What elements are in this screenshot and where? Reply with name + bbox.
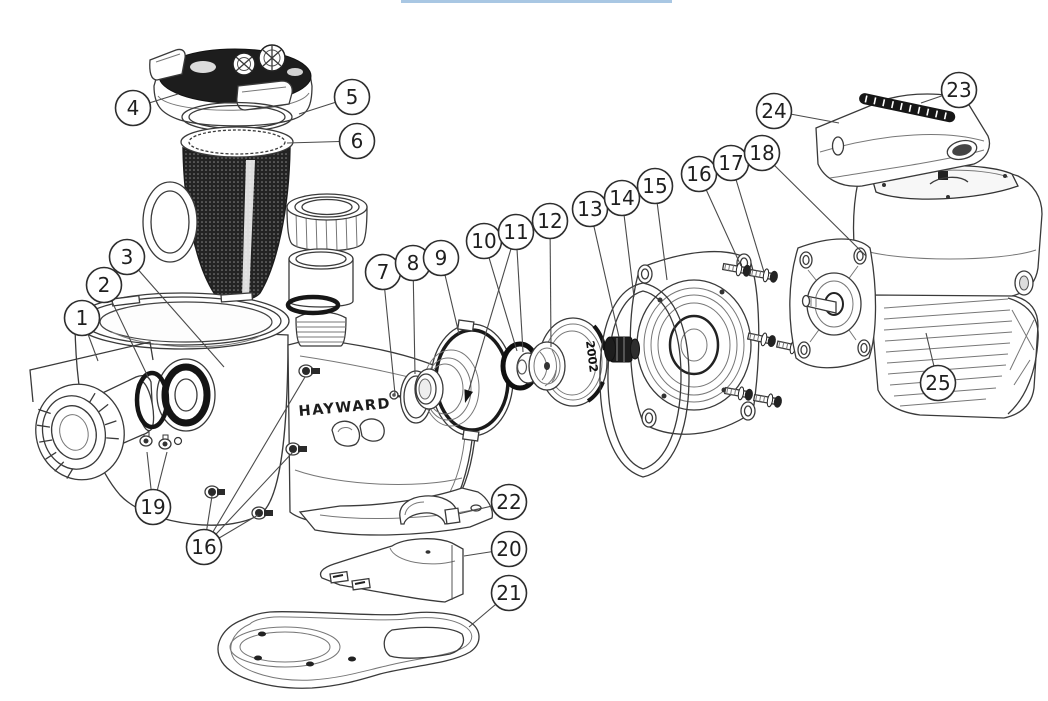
cover-vents xyxy=(859,93,956,123)
lid-knob-icon xyxy=(232,44,286,76)
impeller: 2002 xyxy=(528,317,608,407)
svg-text:25: 25 xyxy=(925,371,950,395)
svg-text:23: 23 xyxy=(946,78,971,102)
callout-14: 14 xyxy=(603,179,641,217)
svg-text:18: 18 xyxy=(749,141,774,165)
svg-text:12: 12 xyxy=(537,209,562,233)
pipe-plug xyxy=(604,336,640,363)
callout-13: 13 xyxy=(571,190,609,228)
svg-text:9: 9 xyxy=(435,246,448,270)
callout-1: 1 xyxy=(63,299,101,337)
svg-text:11: 11 xyxy=(503,220,528,244)
callout-18: 18 xyxy=(743,134,781,172)
callout-6: 6 xyxy=(338,122,376,160)
callout-7: 7 xyxy=(364,253,402,291)
motor-riser xyxy=(319,538,464,603)
callout-2: 2 xyxy=(85,266,123,304)
svg-text:16: 16 xyxy=(686,162,711,186)
housing-bolts xyxy=(204,364,320,520)
svg-text:8: 8 xyxy=(407,251,420,275)
pipe-adapter xyxy=(288,248,354,308)
union-bracket xyxy=(29,341,154,403)
callout-12: 12 xyxy=(531,202,569,240)
cord-clip xyxy=(399,495,461,525)
svg-text:16: 16 xyxy=(191,535,216,559)
impeller-marking: 2002 xyxy=(583,340,601,373)
svg-text:22: 22 xyxy=(496,490,521,514)
callout-23: 23 xyxy=(940,71,978,109)
svg-text:4: 4 xyxy=(127,96,140,120)
svg-text:24: 24 xyxy=(761,99,786,123)
callout-16: 16 xyxy=(680,155,718,193)
svg-text:3: 3 xyxy=(121,245,134,269)
union-oring xyxy=(134,370,170,430)
callout-5: 5 xyxy=(333,78,371,116)
motor xyxy=(789,165,1043,419)
callout-10: 10 xyxy=(465,222,503,260)
union-nut xyxy=(286,193,368,253)
strainer-basket xyxy=(142,126,294,302)
svg-text:15: 15 xyxy=(642,174,667,198)
callout-17: 17 xyxy=(712,144,750,182)
callout-3: 3 xyxy=(108,238,146,276)
callout-8: 8 xyxy=(394,244,432,282)
callout-4: 4 xyxy=(114,89,152,127)
svg-text:14: 14 xyxy=(609,186,634,210)
svg-text:17: 17 xyxy=(718,151,743,175)
svg-text:2: 2 xyxy=(98,273,111,297)
seal-plate xyxy=(629,251,760,435)
motor-cover xyxy=(815,93,991,187)
callout-22: 22 xyxy=(490,483,528,521)
svg-text:21: 21 xyxy=(496,581,521,605)
svg-text:6: 6 xyxy=(351,129,364,153)
callout-9: 9 xyxy=(422,239,460,277)
svg-text:19: 19 xyxy=(140,495,165,519)
callout-25: 25 xyxy=(919,364,957,402)
callout-11: 11 xyxy=(497,213,535,251)
svg-text:13: 13 xyxy=(577,197,602,221)
svg-text:1: 1 xyxy=(76,306,89,330)
callout-21: 21 xyxy=(490,574,528,612)
housing-oring xyxy=(285,294,341,316)
callout-24: 24 xyxy=(755,92,793,130)
callout-19: 19 xyxy=(134,488,172,526)
svg-text:7: 7 xyxy=(377,260,390,284)
drain-plugs xyxy=(139,431,183,450)
base-plate xyxy=(217,611,480,689)
motor-drive-end xyxy=(789,238,877,369)
callout-15: 15 xyxy=(636,167,674,205)
callout-20: 20 xyxy=(490,530,528,568)
top-rule xyxy=(401,0,672,3)
callout-16: 16 xyxy=(185,528,223,566)
svg-text:10: 10 xyxy=(471,229,496,253)
svg-text:5: 5 xyxy=(346,85,359,109)
svg-text:20: 20 xyxy=(496,537,521,561)
strainer-cover xyxy=(149,44,313,127)
